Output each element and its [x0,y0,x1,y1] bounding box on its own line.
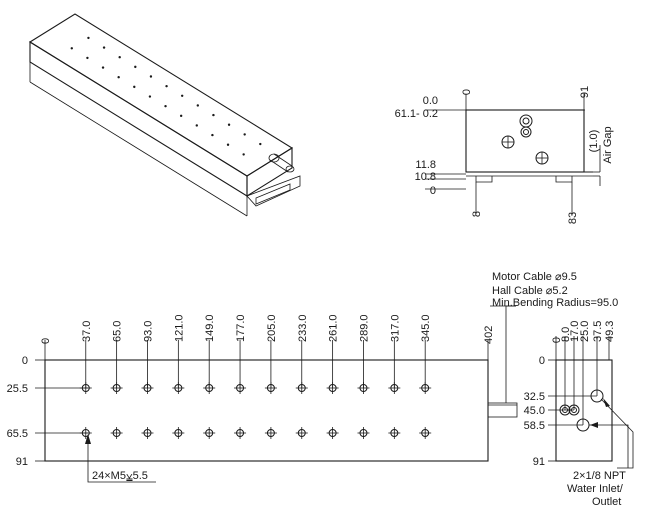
isometric-view [28,13,301,217]
side-view: 0 8.0 17.0 25.0 37.5 49.3 0 32.5 45.0 58… [524,321,634,508]
top-dim-y-91: 91 [16,456,28,468]
iso-hole-dot [259,142,262,146]
top-dim-x-label: 0 [40,338,52,344]
air-gap-value: (1.0) [588,130,600,153]
iso-hole-dot [117,76,120,79]
iso-hole-dot [227,123,231,126]
side-dim-y-45: 45.0 [524,405,545,417]
end-dim-x-0: 0 [461,89,473,95]
top-view-hole-pattern [79,382,432,439]
side-dim-y-58-5: 58.5 [524,420,545,432]
water-note-2: Water Inlet/ [567,483,624,495]
side-dim-y-32-5: 32.5 [524,391,545,403]
top-dim-x-label: 345.0 [420,314,432,342]
end-dim-y-11-8: 11.8 [415,159,436,171]
top-dim-x-label: 402 [483,326,495,344]
top-dim-x-label: 205.0 [266,314,278,342]
top-dim-y-65-5: 65.5 [7,428,28,440]
iso-hole-dot [179,114,183,118]
top-dim-x-label: 317.0 [389,314,401,342]
iso-hole-dot [70,47,73,50]
iso-hole-dot [101,66,105,69]
bending-radius-note: Min.Bending Radius=95.0 [492,297,618,309]
top-dim-x-label: 233.0 [297,314,309,342]
top-view-extension-lines [44,340,489,388]
iso-hole-dot [87,36,90,40]
iso-hole-dot [102,46,106,49]
end-dim-y-0: 0.0 [423,95,438,107]
iso-hole-dot [242,153,245,156]
end-dim-y-61: 61.1- 0.2 [395,108,438,120]
top-dim-x-label: 149.0 [204,314,216,342]
iso-hole-dot [243,133,246,136]
iso-hole-dot [149,75,153,78]
side-dim-x-17: 17.0 [569,321,581,342]
water-note-1: 2×1/8 NPT [573,470,626,482]
iso-hole-dot [226,143,230,146]
iso-hole-dot [180,94,184,98]
top-dim-y-25-5: 25.5 [7,383,28,395]
air-gap-label: Air Gap [602,126,614,163]
top-dim-x-label: 261.0 [328,314,340,342]
top-dim-x-label: 289.0 [358,314,370,342]
end-dim-x-91: 91 [579,86,591,98]
iso-hole-dot [195,124,198,127]
hall-cable-note: Hall Cable ⌀5.2 [492,285,568,297]
motor-cable-note: Motor Cable ⌀9.5 [492,271,577,283]
end-dim-y-10-8: 10.8 [415,171,436,183]
top-dim-x-label: 177.0 [235,314,247,342]
side-dim-x-25: 25.0 [579,321,591,342]
iso-hole-dot [165,84,168,88]
iso-hole-dot [86,56,89,60]
end-view: 0 91 0.0 61.1- 0.2 11.8 10.8 0 8 83 (1.0… [395,86,614,224]
end-dim-base-8: 8 [471,211,483,217]
end-dim-y-base: 0 [430,185,436,197]
side-dim-x-8: 8.0 [560,327,572,342]
iso-hole-dot [164,104,167,108]
iso-hole-dot [134,65,137,69]
top-dim-x-label: 121.0 [173,314,185,342]
top-view-x-dimensions: 0 37.0 65.0 93.0 121.0 149.0 177.0 205.0 233.0 26… [40,314,495,344]
iso-hole-dot [118,56,121,59]
iso-hole-dot [212,113,215,117]
top-dim-y-0: 0 [22,355,28,367]
side-dim-y-0: 0 [539,355,545,367]
top-dim-x-label: 65.0 [112,321,124,342]
iso-hole-dot [196,104,200,107]
water-note-3: Outlet [592,496,621,508]
top-view: 0 37.0 65.0 93.0 121.0 149.0 177.0 205.0 233.0 26… [7,271,618,483]
side-dim-x-49-3: 49.3 [604,321,616,342]
end-dim-base-83: 83 [567,212,579,224]
side-dim-x-37-5: 37.5 [592,321,604,342]
top-dim-x-label: 93.0 [142,321,154,342]
iso-hole-dot [133,85,136,89]
hole-callout: 24×M5⩣5.5 [92,470,148,482]
side-dim-y-91: 91 [533,456,545,468]
side-dim-x-0: 0 [551,337,563,343]
top-dim-x-label: 37.0 [81,321,93,342]
iso-hole-dot [211,133,214,137]
iso-hole-dot [148,95,152,98]
isometric-hole-pattern [70,36,262,156]
